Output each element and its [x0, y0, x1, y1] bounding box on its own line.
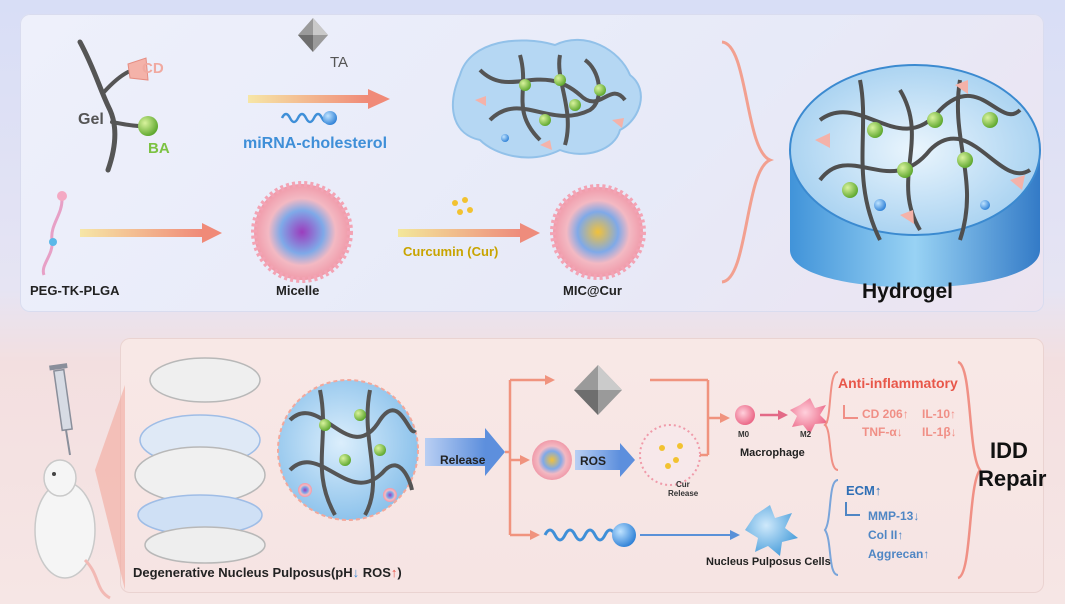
ecm-list-arrow: [845, 502, 860, 516]
gel-label: Gel: [78, 111, 104, 128]
mic-cur-icon: [550, 184, 646, 280]
m2-label: M2: [800, 430, 812, 439]
peg-label: PEG-TK-PLGA: [30, 283, 120, 298]
cur-burst-icon: [639, 424, 701, 486]
macrophage-connectors: [650, 378, 720, 457]
degenerative-text: Degenerative Nucleus Pulposus(pH: [133, 565, 353, 580]
branch-arrows: [505, 378, 545, 537]
degenerative-np-label: Degenerative Nucleus Pulposus(pH↓ ROS↑): [133, 565, 402, 580]
mmp13-item: MMP-13↓: [868, 509, 920, 523]
micelle-label: Micelle: [276, 283, 320, 298]
hydrogel-cylinder: [789, 64, 1041, 288]
il10-item: IL-10↑: [922, 407, 957, 421]
spine-vertebra-icon: [134, 357, 266, 564]
ta-label: TA: [330, 54, 349, 71]
ta-diamond-icon: [298, 18, 328, 52]
rat-icon: [34, 459, 111, 600]
ba-label: BA: [148, 140, 170, 157]
anti-inflammatory-title: Anti-inflammatory: [838, 375, 958, 391]
reaction-arrow-3: [398, 223, 540, 243]
zoom-cone: [95, 385, 125, 590]
macrophage-label: Macrophage: [740, 447, 805, 459]
peg-tk-plga-icon: [41, 191, 67, 276]
repair-bracket: [957, 360, 982, 580]
m2-cell-icon: [790, 398, 828, 434]
cur-release-label: Release: [668, 489, 699, 498]
micelle-icon: [251, 181, 353, 283]
npc-label: Nucleus Pulposus Cells: [706, 556, 831, 568]
ros-label: ROS: [580, 454, 607, 468]
released-mirna-icon: [543, 523, 636, 547]
cd206-item: CD 206↑: [862, 407, 909, 421]
ros-arrow: [575, 443, 635, 477]
release-label: Release: [440, 453, 486, 467]
mic-cur-label: MIC@Cur: [563, 283, 622, 298]
ph-arrow: ↓: [352, 565, 360, 580]
hydrogel-label: Hydrogel: [862, 280, 954, 303]
ecm-bracket: [823, 479, 839, 576]
mirna-label: miRNA-cholesterol: [243, 135, 388, 152]
anti-list-arrow: [843, 405, 858, 419]
m0-label: M0: [738, 430, 750, 439]
polarization-arrow: [760, 410, 788, 420]
ros-text: ROS: [359, 565, 391, 580]
m0-cell-icon: [735, 405, 755, 425]
reaction-arrow-1: [248, 89, 390, 109]
close-paren: ): [397, 565, 402, 580]
col2-item: Col II↑: [868, 528, 904, 542]
gel-network-cloud: [451, 38, 642, 159]
release-arrow: [425, 428, 505, 476]
nucleus-pulposus-cell-icon: [745, 505, 798, 556]
combine-bracket: [721, 40, 775, 284]
npc-arrow: [640, 530, 740, 540]
mirna-icon: [280, 111, 337, 125]
repair-label: Repair: [978, 466, 1047, 491]
injected-hydrogel-zoom: [277, 379, 419, 521]
syringe-icon: [49, 363, 73, 456]
anti-bracket: [823, 371, 839, 471]
cd-label: CD: [142, 60, 164, 77]
idd-label: IDD: [990, 438, 1028, 463]
curcumin-icon: [452, 197, 473, 215]
released-ta-icon: [574, 365, 622, 415]
ros-arrow-glyph: ↑: [390, 565, 398, 580]
curcumin-label: Curcumin (Cur): [403, 244, 499, 259]
il1b-item: IL-1β↓: [922, 425, 957, 439]
cur-small-label: Cur: [676, 480, 690, 489]
reaction-arrow-2: [80, 223, 222, 243]
ecm-title: ECM↑: [846, 483, 882, 498]
gel-polymer-icon: [77, 39, 158, 173]
released-micelle-icon: [532, 440, 572, 480]
aggrecan-item: Aggrecan↑: [868, 547, 930, 561]
tnfa-item: TNF-α↓: [862, 425, 903, 439]
